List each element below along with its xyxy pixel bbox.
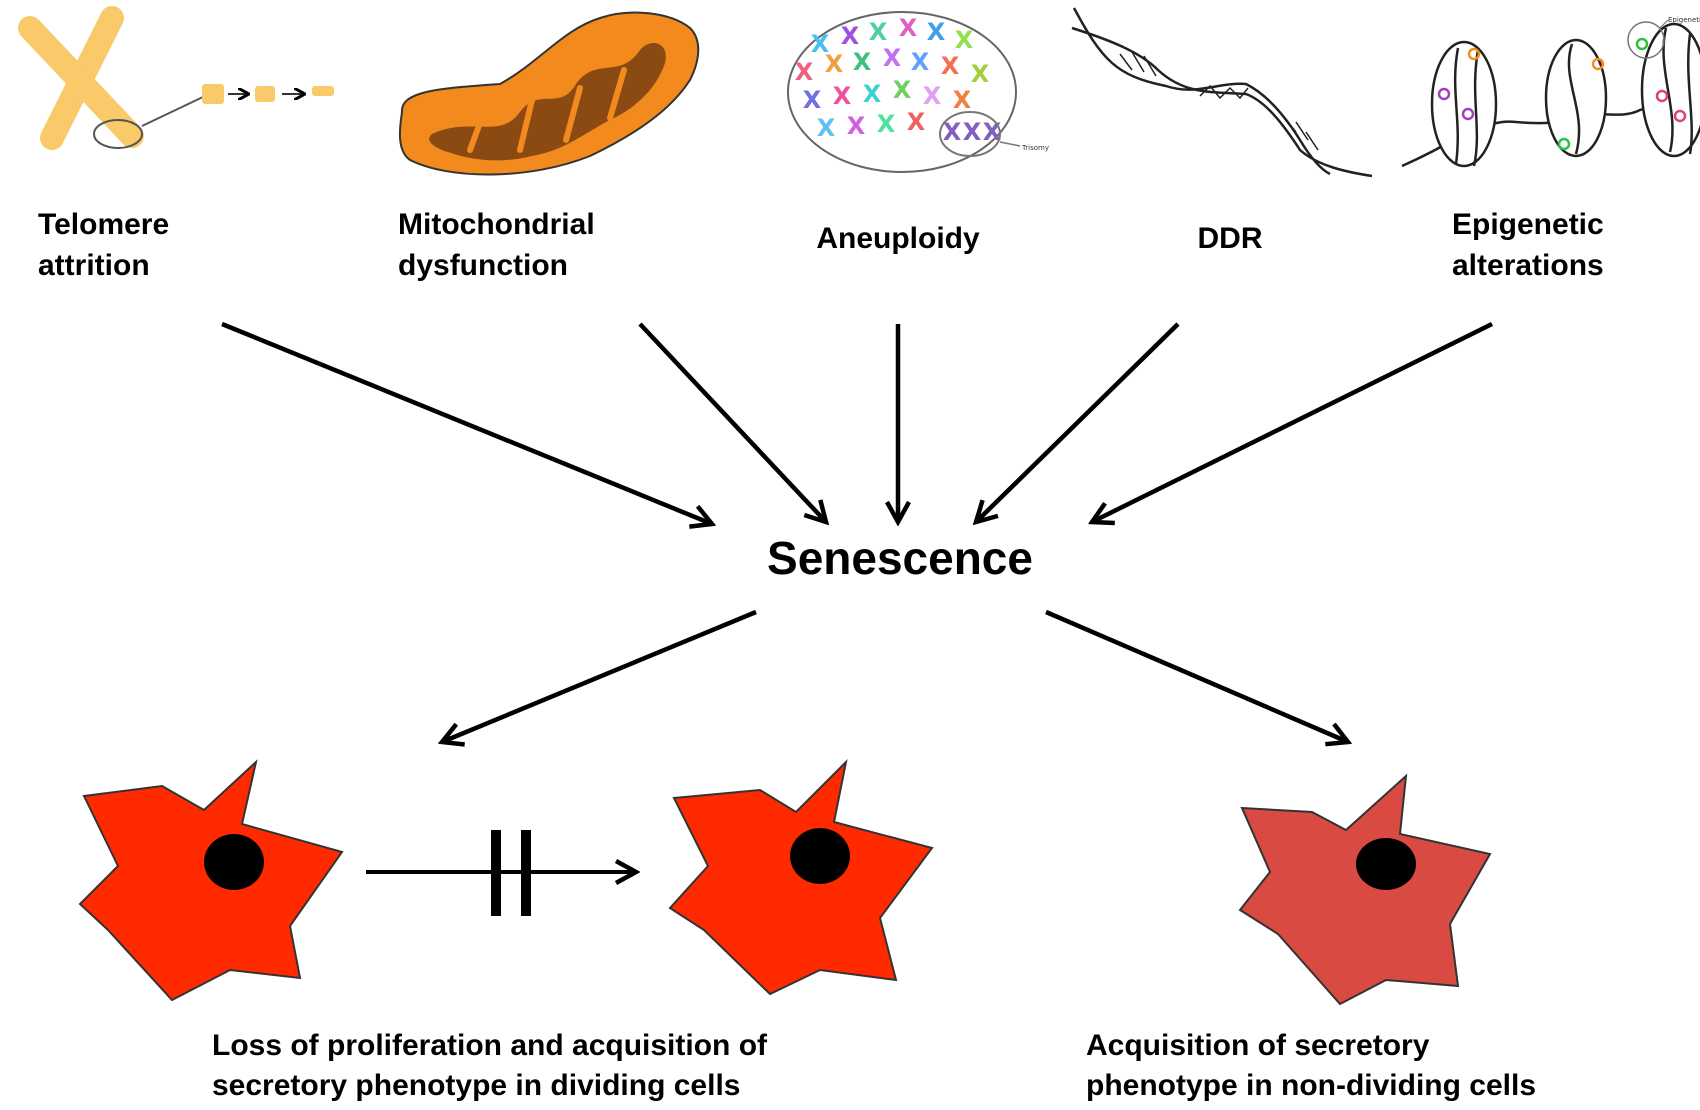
svg-text:X: X <box>847 112 866 140</box>
svg-text:X: X <box>971 60 990 88</box>
svg-text:X: X <box>923 82 942 110</box>
mitochondrion-icon <box>398 11 700 176</box>
epigenetic-mark-label: Epigenetic Mark <box>1668 16 1700 24</box>
arrow-mito-to-senescence <box>638 322 826 522</box>
svg-text:X: X <box>825 50 844 78</box>
svg-text:X: X <box>907 108 926 136</box>
arrow-senescence-to-non-dividing <box>1045 609 1348 742</box>
svg-text:X: X <box>927 18 946 46</box>
svg-text:X: X <box>841 22 860 50</box>
telomere-chromosome-icon <box>18 6 334 150</box>
svg-text:X: X <box>963 118 982 146</box>
svg-text:X: X <box>899 14 918 42</box>
svg-text:X: X <box>795 58 814 86</box>
senescence-label: Senescence <box>767 532 1033 584</box>
label-mitochondrial-dysfunction: Mitochondrial dysfunction <box>398 208 595 282</box>
svg-text:X: X <box>811 30 830 58</box>
svg-text:X: X <box>877 110 896 138</box>
label-epigenetic-alterations: Epigenetic alterations <box>1452 208 1604 282</box>
senescent-dividing-cell-1 <box>78 759 344 1002</box>
svg-text:X: X <box>955 26 974 54</box>
arrow-epigenetic-to-senescence <box>1092 321 1493 522</box>
svg-text:X: X <box>893 76 912 104</box>
arrow-telomere-to-senescence <box>221 321 712 524</box>
nucleus-2 <box>790 828 850 884</box>
svg-text:X: X <box>833 82 852 110</box>
arrow-ddr-to-senescence <box>976 322 1180 522</box>
label-outcome-non-dividing: Acquisition of secretory phenotype in no… <box>1086 1029 1537 1102</box>
blocked-division-arrow <box>366 830 636 916</box>
epigenetic-nucleosome-icon: Epigenetic Mark <box>1401 16 1700 168</box>
svg-text:X: X <box>941 52 960 80</box>
arrow-senescence-to-dividing <box>442 609 757 742</box>
svg-text:X: X <box>911 48 930 76</box>
label-aneuploidy: Aneuploidy <box>816 222 980 255</box>
outcome-arrows <box>442 609 1348 742</box>
svg-text:X: X <box>869 18 888 46</box>
label-ddr: DDR <box>1197 222 1263 255</box>
senescent-dividing-cell-2 <box>668 758 934 996</box>
svg-text:X: X <box>883 44 902 72</box>
senescent-non-dividing-cell <box>1238 773 1492 1006</box>
svg-text:X: X <box>803 86 822 114</box>
label-outcome-dividing: Loss of proliferation and acquisition of… <box>212 1029 768 1102</box>
nucleus-3 <box>1356 838 1416 890</box>
svg-text:X: X <box>817 114 836 142</box>
trisomy-label: Trisomy <box>1021 144 1049 152</box>
svg-text:X: X <box>943 118 962 146</box>
label-telomere-attrition: Telomere attrition <box>38 208 170 282</box>
svg-text:X: X <box>863 80 882 108</box>
svg-text:X: X <box>853 48 872 76</box>
dna-damage-icon <box>1071 7 1373 178</box>
cause-arrows <box>221 321 1493 524</box>
nucleus-1 <box>204 834 264 890</box>
svg-text:X: X <box>953 86 972 114</box>
